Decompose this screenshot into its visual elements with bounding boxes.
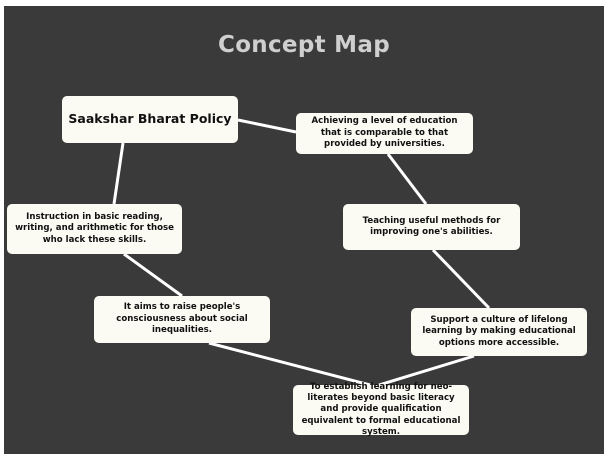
- node-neo-literates: To establish learning for neo-literates …: [293, 382, 469, 437]
- connector-support-establish: [378, 354, 475, 387]
- connector-achieving-teaching: [386, 153, 428, 205]
- connector-aims-establish: [208, 341, 371, 387]
- node-social-awareness: It aims to raise people's consciousness …: [94, 296, 270, 343]
- node-saakshar-bharat-policy: Saakshar Bharat Policy: [62, 96, 238, 143]
- node-lifelong-learning: Support a culture of lifelong learning b…: [411, 308, 587, 356]
- concept-map-canvas: Concept Map Saakshar Bharat Policy Achie…: [4, 6, 604, 454]
- node-teaching-useful-methods: Teaching useful methods for improving on…: [343, 204, 520, 250]
- connector-lines: [112, 118, 491, 387]
- node-achieving-education-level: Achieving a level of education that is c…: [296, 113, 473, 154]
- connector-instruction-aims: [123, 252, 183, 298]
- connector-teaching-support: [431, 248, 491, 310]
- node-basic-instruction: Instruction in basic reading, writing, a…: [7, 204, 182, 254]
- connector-main-achieving: [237, 118, 297, 134]
- diagram-title: Concept Map: [218, 32, 390, 58]
- connector-main-instruction: [112, 142, 125, 205]
